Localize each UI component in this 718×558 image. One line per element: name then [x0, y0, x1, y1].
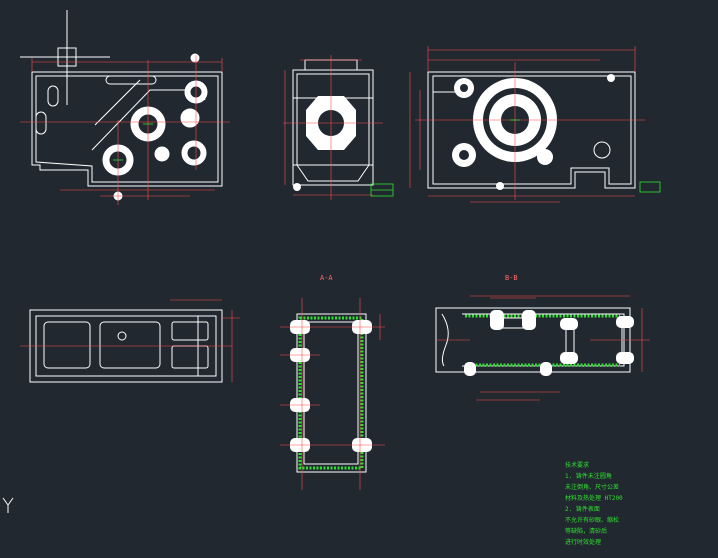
note-line: 不允许有砂眼、缩松 [565, 517, 620, 524]
note-line: 2. 铸件表面 [565, 506, 600, 513]
section-a-a-view [280, 298, 385, 490]
section-b-b-view [435, 295, 650, 401]
note-line: 等缺陷，清砂后 [565, 528, 608, 535]
note-line: 技术要求 [565, 462, 590, 469]
note-line: 材料及热处理 HT200 [565, 495, 623, 502]
note-line: 未注倒角、尺寸公差 [565, 484, 620, 491]
ucs-icon [2, 497, 14, 513]
section-label-a: A-A [320, 274, 333, 282]
section-label-b: B-B [505, 274, 518, 282]
technical-notes: 技术要求 1. 铸件未注圆角 未注倒角、尺寸公差 材料及热处理 HT200 2.… [565, 460, 715, 548]
bottom-view [20, 299, 240, 383]
top-view [409, 46, 661, 203]
note-line: 1. 铸件未注圆角 [565, 473, 612, 480]
side-view [283, 55, 394, 200]
front-view [20, 53, 230, 205]
crosshair-cursor [20, 10, 110, 105]
note-line: 进行时效处理 [565, 539, 602, 546]
